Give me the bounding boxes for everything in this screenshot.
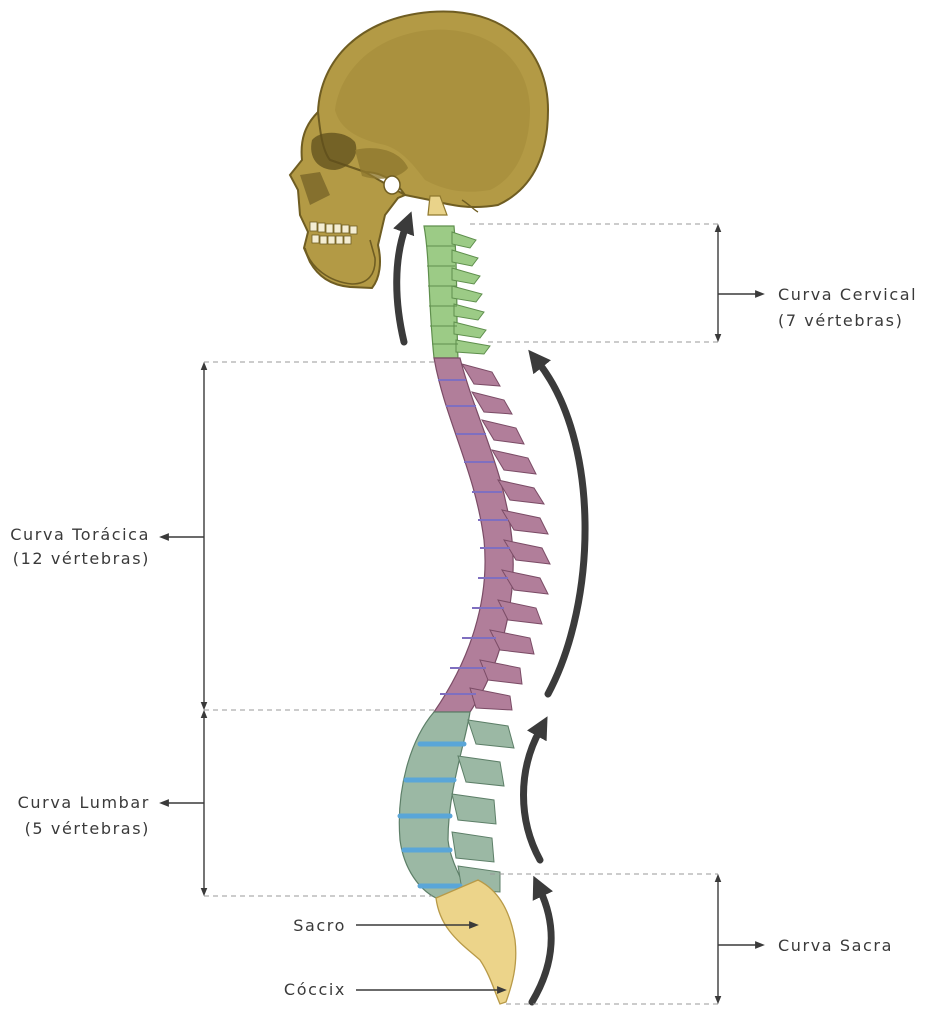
cervical-count: (7 vértebras): [778, 311, 903, 330]
skull-illustration: [288, 10, 550, 290]
coccix-label: Cóccix: [284, 980, 346, 999]
brackets: [159, 223, 765, 1005]
thoracic-count: (12 vértebras): [13, 549, 150, 568]
cervical-processes: [451, 231, 491, 355]
lumbar-label: Curva Lumbar: [18, 793, 150, 812]
cervical-label: Curva Cervical: [778, 285, 917, 304]
cervical-curve-arrow: [393, 211, 415, 346]
sacro-label: Sacro: [293, 916, 346, 935]
sacral-label: Curva Sacra: [778, 936, 893, 955]
thoracic-curve-arrow: [528, 349, 589, 698]
lumbar-processes: [451, 719, 515, 893]
curve-arrows: [393, 211, 589, 1006]
lumbar-count: (5 vértebras): [25, 819, 150, 838]
guide-lines: [204, 223, 718, 1005]
sacrum-coccyx: [435, 879, 517, 1005]
spine-illustration: [397, 225, 551, 1005]
sacral-curve-arrow: [528, 875, 555, 1006]
thoracic-processes: [460, 363, 551, 711]
thoracic-label: Curva Torácica: [10, 525, 150, 544]
lumbar-curve-arrow: [520, 716, 548, 864]
